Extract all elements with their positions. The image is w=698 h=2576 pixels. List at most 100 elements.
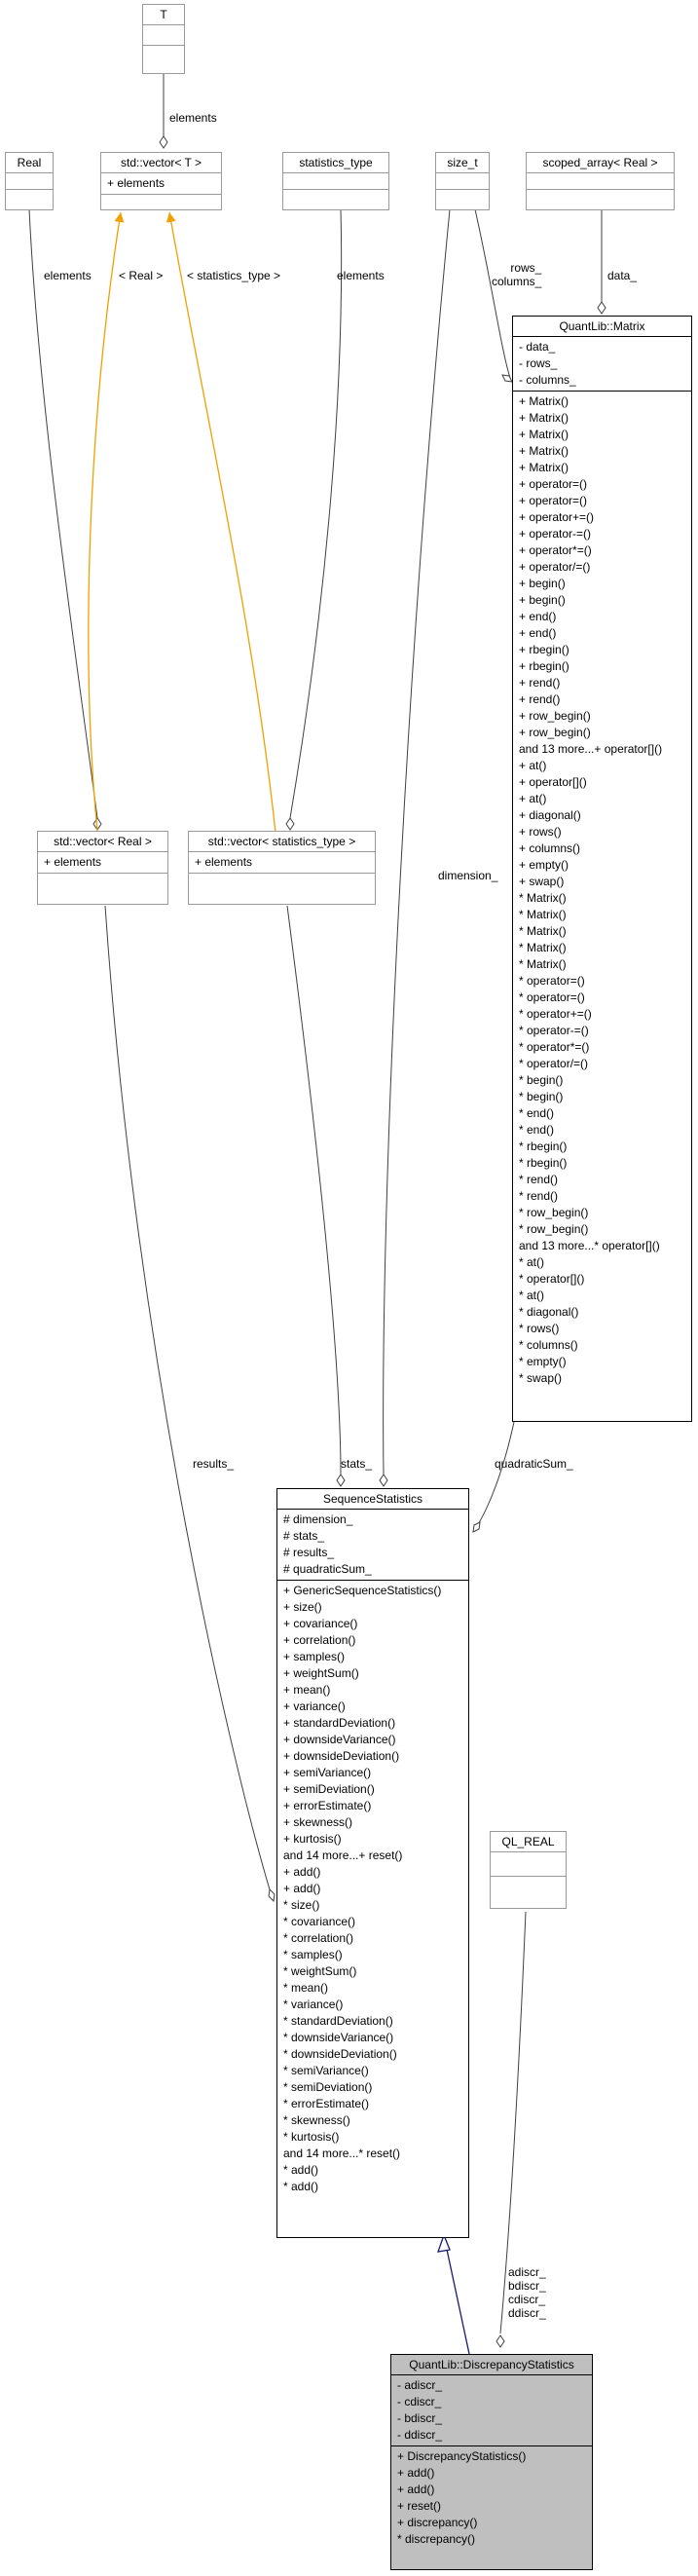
operation-item: * add()	[283, 2180, 319, 2193]
operation-item: * diagonal()	[519, 1305, 579, 1319]
operation-item: * operator=()	[519, 990, 585, 1004]
operation-item: * size()	[283, 1898, 320, 1912]
operation-item: * skewness()	[283, 2113, 350, 2127]
operation-item: + GenericSequenceStatistics()	[283, 1584, 442, 1597]
operation-item: * at()	[519, 1288, 545, 1302]
operation-list: + DiscrepancyStatistics()+ add()+ add()+…	[391, 2446, 592, 2550]
operation-item: + add()	[397, 2466, 435, 2480]
operation-item: * discrepancy()	[397, 2532, 476, 2546]
operation-list: + GenericSequenceStatistics() + size() + c…	[277, 1581, 468, 2197]
node-vector-statistics-type[interactable]: std::vector< statistics_type > + element…	[188, 831, 376, 905]
operation-item: * correlation()	[283, 1931, 354, 1945]
edge-label-data: data_	[607, 269, 637, 282]
operation-item: * variance()	[283, 1997, 344, 2011]
operation-item: + discrepancy()	[397, 2516, 478, 2529]
attribute-list: # dimension_# stats_# results_# quadrati…	[277, 1510, 468, 1581]
operation-item: * operator*=()	[519, 1040, 590, 1054]
node-title: std::vector< statistics_type >	[189, 832, 375, 852]
diamond-quadratic	[472, 1521, 481, 1533]
operation-item: + empty()	[519, 858, 569, 872]
edge-label-template-stat: < statistics_type >	[187, 269, 280, 282]
operation-item: and 13 more...* operator[]()	[519, 1239, 660, 1252]
edge-label-line: elements	[337, 269, 385, 282]
node-ql-real[interactable]: QL_REAL	[490, 1831, 567, 1909]
node-title: size_t	[436, 153, 489, 173]
operation-item: * semiVariance()	[283, 2064, 369, 2077]
diamond-size-t-matrix	[501, 374, 513, 383]
operation-item: + correlation()	[283, 1633, 356, 1647]
edge-label-line: bdiscr_	[508, 2279, 546, 2293]
node-discrepancy-statistics[interactable]: QuantLib::DiscrepancyStatistics - adiscr…	[390, 2354, 593, 2570]
member-item: + elements	[195, 855, 253, 869]
node-real[interactable]: Real	[5, 152, 54, 210]
operation-item: + at()	[519, 792, 547, 805]
operation-item: + row_begin()	[519, 726, 591, 739]
node-scoped-array[interactable]: scoped_array< Real >	[526, 152, 675, 210]
edge-label-t-elements: elements	[169, 111, 217, 125]
operation-item: + samples()	[283, 1650, 346, 1663]
operation-item: + Matrix()	[519, 444, 569, 458]
operation-item: + downsideDeviation()	[283, 1749, 400, 1763]
node-sequence-statistics[interactable]: SequenceStatistics # dimension_# stats_#…	[276, 1488, 469, 2238]
node-title: QuantLib::DiscrepancyStatistics	[391, 2355, 592, 2375]
node-title: QL_REAL	[491, 1832, 566, 1852]
operation-item: + size()	[283, 1600, 322, 1614]
node-title: Real	[6, 153, 53, 173]
operation-item: + row_begin()	[519, 709, 591, 723]
attribute-item: - adiscr_	[397, 2378, 443, 2392]
edge-label-line: < statistics_type >	[187, 269, 281, 282]
operation-item: + rbegin()	[519, 659, 569, 673]
node-matrix[interactable]: QuantLib::Matrix - data_- rows_- columns…	[512, 316, 692, 1422]
operation-item: + standardDeviation()	[283, 1716, 396, 1730]
operation-item: + reset()	[397, 2499, 442, 2513]
edge-label-line: cdiscr_	[508, 2293, 546, 2306]
operation-item: + mean()	[283, 1683, 331, 1697]
operation-item: * empty()	[519, 1355, 567, 1368]
operation-item: + operator*=()	[519, 543, 592, 557]
attribute-item: - cdiscr_	[397, 2395, 442, 2408]
node-statistics-type[interactable]: statistics_type	[282, 152, 389, 210]
edge-label-line: ddiscr_	[508, 2306, 546, 2320]
node-title: statistics_type	[283, 153, 388, 173]
edge-label-line: quadraticSum_	[495, 1457, 573, 1471]
diamond-stat-vector-stat	[285, 817, 295, 831]
node-size-t[interactable]: size_t	[435, 152, 490, 210]
operation-item: + operator=()	[519, 494, 588, 507]
diamond-stats	[336, 1474, 346, 1487]
attribute-list: - data_- rows_- columns_	[513, 337, 691, 392]
operation-item: * add()	[283, 2163, 319, 2177]
operation-item: + add()	[283, 1865, 321, 1879]
edge-label-real-elements: elements	[44, 269, 92, 282]
edge-label-stat-elements: elements	[337, 269, 385, 282]
node-title: scoped_array< Real >	[527, 153, 674, 173]
edge-label-dimension: dimension_	[438, 869, 497, 882]
operation-item: + semiDeviation()	[283, 1782, 375, 1796]
operation-item: + add()	[283, 1882, 321, 1895]
edge-stats	[286, 905, 342, 1475]
node-t[interactable]: T	[142, 4, 185, 74]
edge-label-line: dimension_	[438, 869, 498, 882]
operation-item: + begin()	[519, 577, 566, 590]
operation-item: * columns()	[519, 1338, 578, 1352]
operation-item: + operator-=()	[519, 527, 592, 541]
operation-item: * at()	[519, 1255, 545, 1269]
operation-item: + kurtosis()	[283, 1832, 342, 1846]
edge-label-discrepancy-members: adiscr_bdiscr_cdiscr_ddiscr_	[508, 2265, 546, 2320]
diamond-t-vector-t	[159, 135, 168, 149]
operation-item: + Matrix()	[519, 411, 569, 425]
attribute-item: - rows_	[519, 356, 558, 370]
edge-label-line: columns_	[492, 275, 542, 288]
operation-item: * end()	[519, 1123, 555, 1137]
operation-item: + end()	[519, 626, 557, 640]
operation-item: * Matrix()	[519, 908, 567, 921]
edge-dimension	[383, 208, 451, 1475]
operation-item: + variance()	[283, 1699, 346, 1713]
operation-item: * swap()	[519, 1371, 563, 1385]
node-vector-real[interactable]: std::vector< Real > + elements	[37, 831, 168, 905]
node-vector-t[interactable]: std::vector< T > + elements	[100, 152, 222, 210]
operation-item: + operator[]()	[519, 775, 587, 789]
node-title: std::vector< T >	[101, 153, 221, 173]
attribute-item: # dimension_	[283, 1512, 353, 1526]
inheritance-arrowhead	[437, 2233, 451, 2253]
